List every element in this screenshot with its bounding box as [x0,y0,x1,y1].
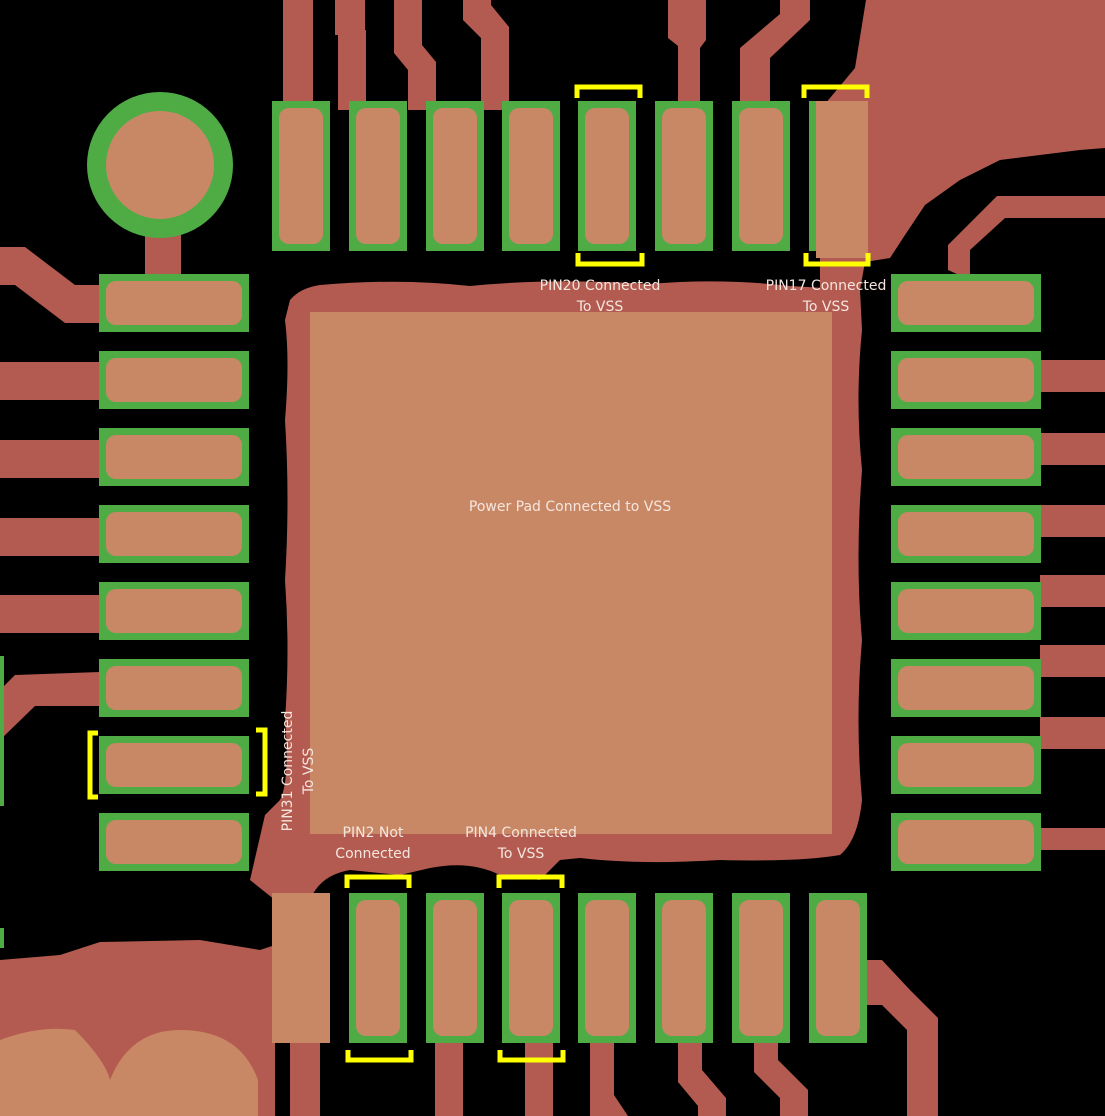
pin17-bracket-top [801,84,870,98]
pin20-label-line2: To VSS [576,299,624,315]
pin31-bracket-right [256,727,268,797]
highlight-brackets [87,84,871,1063]
pin4-label-line2: To VSS [497,846,545,862]
pin31-label-line2: To VSS [301,747,317,795]
pin20-label-line1: PIN20 Connected [539,278,661,294]
pin17-label-line1: PIN17 Connected [765,278,887,294]
pin2-label-line1: PIN2 Not [342,825,404,841]
pin20-bracket-bottom [575,253,645,267]
pin17-label-line2: To VSS [802,299,850,315]
power-pad [310,312,832,834]
pin4-label: PIN4 Connected To VSS [456,823,586,865]
pin2-bracket-top [344,874,412,888]
pin31-bracket-left [87,730,98,800]
pin2-label-line2: Connected [335,846,411,862]
pin2-bracket-bottom [345,1050,414,1063]
pin17-bracket-bottom [803,253,871,267]
pin4-bracket-bottom [497,1050,566,1063]
pin17-label: PIN17 Connected To VSS [756,276,896,318]
pin31-label-line1: PIN31 Connected [280,710,296,832]
power-pad-label: Power Pad Connected to VSS [440,497,700,518]
pin20-label: PIN20 Connected To VSS [530,276,670,318]
pin4-bracket-top [496,874,565,888]
pad-copper-layer [0,101,1034,1116]
pin20-bracket-top [574,84,643,98]
pin31-label: PIN31 Connected To VSS [278,706,320,836]
pin2-label: PIN2 Not Connected [318,823,428,865]
pin4-label-line1: PIN4 Connected [465,825,577,841]
power-pad-label-text: Power Pad Connected to VSS [468,499,672,515]
